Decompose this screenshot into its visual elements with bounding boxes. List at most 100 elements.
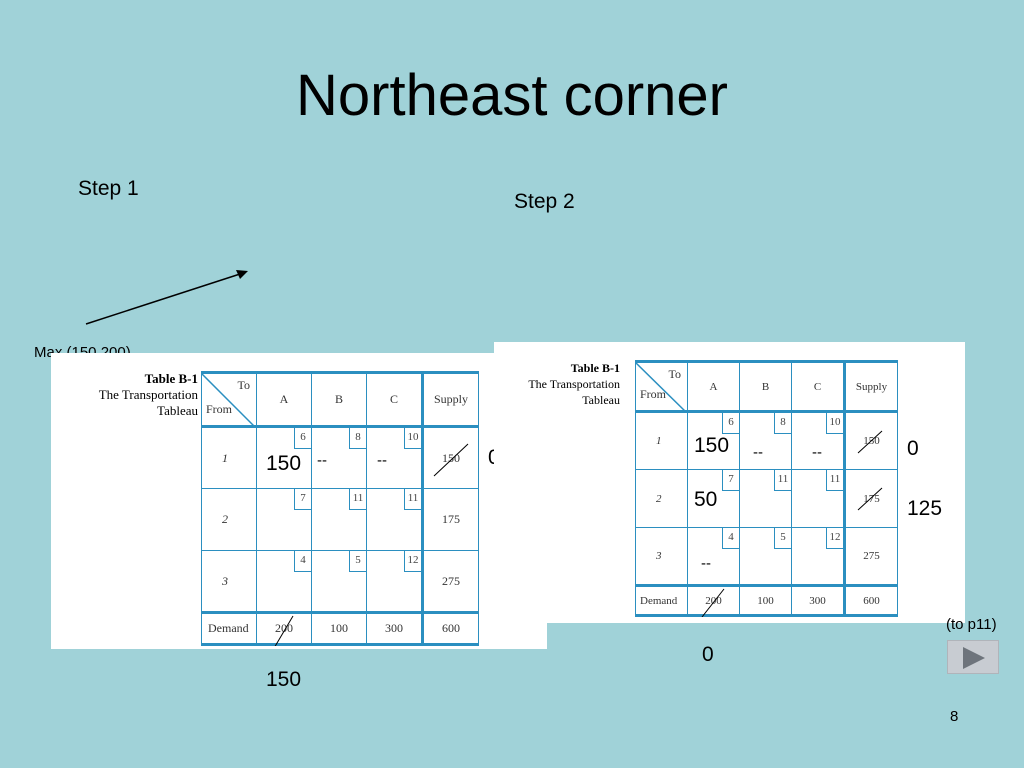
cost-2a: 7 (294, 489, 311, 510)
step2-supply-remaining-2: 125 (907, 497, 943, 520)
row-label-3: 3 (635, 527, 688, 586)
cell-2b: 11 (739, 469, 792, 528)
step2-tableau: To From A B C Supply 1 6 8 10 150 2 7 11… (635, 360, 898, 617)
slide-title: Northeast corner (296, 63, 728, 128)
step1-tableau: To From A B C Supply 1 6 8 10 150 2 7 11… (201, 371, 479, 646)
table-id: Table B-1 (144, 371, 198, 386)
supply-3: 275 (421, 550, 479, 613)
step1-alloc-1a: 150 (266, 452, 302, 475)
col-header-c: C (366, 371, 423, 428)
row-label-2: 2 (635, 469, 688, 528)
supply-1-value: 150 (442, 450, 460, 465)
cost-2a: 7 (722, 470, 739, 491)
cost-1b: 8 (349, 428, 366, 449)
step2-panel: Table B-1 The Transportation Tableau To … (494, 342, 965, 623)
step1-supply-remaining-1: 0 (488, 446, 500, 470)
cost-1c: 10 (404, 428, 421, 449)
step2-dash-1b: -- (753, 444, 763, 461)
row-label-1: 1 (635, 411, 688, 470)
cell-1a: 6 (256, 426, 312, 489)
to-p11-link[interactable]: (to p11) (946, 616, 997, 633)
step2-supply-remaining-1: 0 (907, 437, 919, 460)
from-label: From (206, 402, 233, 416)
col-header-a: A (687, 360, 740, 413)
demand-c: 300 (366, 611, 423, 646)
col-header-supply: Supply (843, 360, 898, 413)
step2-alloc-2a: 50 (694, 488, 718, 511)
cell-1b: 8 (311, 426, 367, 489)
cell-1c: 10 (366, 426, 423, 489)
cell-2a: 7 (256, 488, 312, 551)
supply-1: 150 (421, 426, 479, 489)
cell-3a: 4 (687, 527, 740, 586)
supply-2: 175 (421, 488, 479, 551)
from-label: From (640, 387, 667, 401)
row-label-2: 2 (201, 488, 257, 551)
strike-supply-1-icon (857, 430, 883, 454)
strike-demand-a-icon (274, 615, 294, 646)
cost-1a: 6 (294, 428, 311, 449)
row-label-1: 1 (201, 426, 257, 489)
cell-1a: 6 (687, 411, 740, 470)
to-label: To (668, 367, 682, 381)
supply-3: 275 (843, 527, 898, 586)
demand-b: 100 (311, 611, 367, 646)
corner-cell: To From (201, 371, 257, 428)
cost-2c: 11 (826, 470, 843, 491)
play-icon (963, 647, 985, 669)
step1-dash-1c: -- (377, 452, 387, 469)
cell-3c: 12 (791, 527, 845, 586)
step2-dash-1c: -- (812, 444, 822, 461)
step1-demand-remaining-a: 150 (266, 668, 302, 691)
cost-3a: 4 (294, 551, 311, 572)
cell-2c: 11 (791, 469, 845, 528)
supply-1: 150 (843, 411, 898, 470)
cost-3b: 5 (774, 528, 791, 549)
cost-3c: 12 (826, 528, 843, 549)
step1-dash-1b: -- (317, 452, 327, 469)
strike-supply-1-icon (433, 443, 469, 477)
row-label-3: 3 (201, 550, 257, 613)
demand-b: 100 (739, 584, 792, 617)
cost-2c: 11 (404, 489, 421, 510)
step2-dash-3a: -- (701, 555, 711, 572)
col-header-a: A (256, 371, 312, 428)
col-header-c: C (791, 360, 845, 413)
demand-label: Demand (635, 584, 688, 617)
cost-2b: 11 (774, 470, 791, 491)
table-name: The Transportation Tableau (528, 377, 620, 407)
cost-3b: 5 (349, 551, 366, 572)
next-slide-button[interactable] (947, 640, 999, 674)
step2-alloc-1a: 150 (694, 434, 730, 457)
step1-table-caption: Table B-1 The Transportation Tableau (61, 371, 198, 419)
cell-1b: 8 (739, 411, 792, 470)
cell-2b: 11 (311, 488, 367, 551)
col-header-b: B (739, 360, 792, 413)
page-number: 8 (950, 708, 959, 725)
step1-label: Step 1 (78, 177, 139, 200)
to-label: To (237, 378, 251, 392)
cell-3a: 4 (256, 550, 312, 613)
demand-c: 300 (791, 584, 845, 617)
cell-2c: 11 (366, 488, 423, 551)
cost-1c: 10 (826, 413, 843, 434)
cost-3a: 4 (722, 528, 739, 549)
col-header-supply: Supply (421, 371, 479, 428)
step2-table-caption: Table B-1 The Transportation Tableau (502, 360, 620, 408)
cell-3b: 5 (311, 550, 367, 613)
demand-total: 600 (421, 611, 479, 646)
step2-demand-remaining-a: 0 (702, 643, 714, 666)
step2-label: Step 2 (514, 190, 575, 213)
demand-a: 200 (687, 584, 740, 617)
cell-3b: 5 (739, 527, 792, 586)
cost-2b: 11 (349, 489, 366, 510)
corner-cell: To From (635, 360, 688, 413)
cell-3c: 12 (366, 550, 423, 613)
cost-1b: 8 (774, 413, 791, 434)
table-name: The Transportation Tableau (98, 387, 198, 418)
demand-label: Demand (201, 611, 257, 646)
step1-panel: Table B-1 The Transportation Tableau To … (51, 353, 547, 649)
col-header-b: B (311, 371, 367, 428)
cost-3c: 12 (404, 551, 421, 572)
